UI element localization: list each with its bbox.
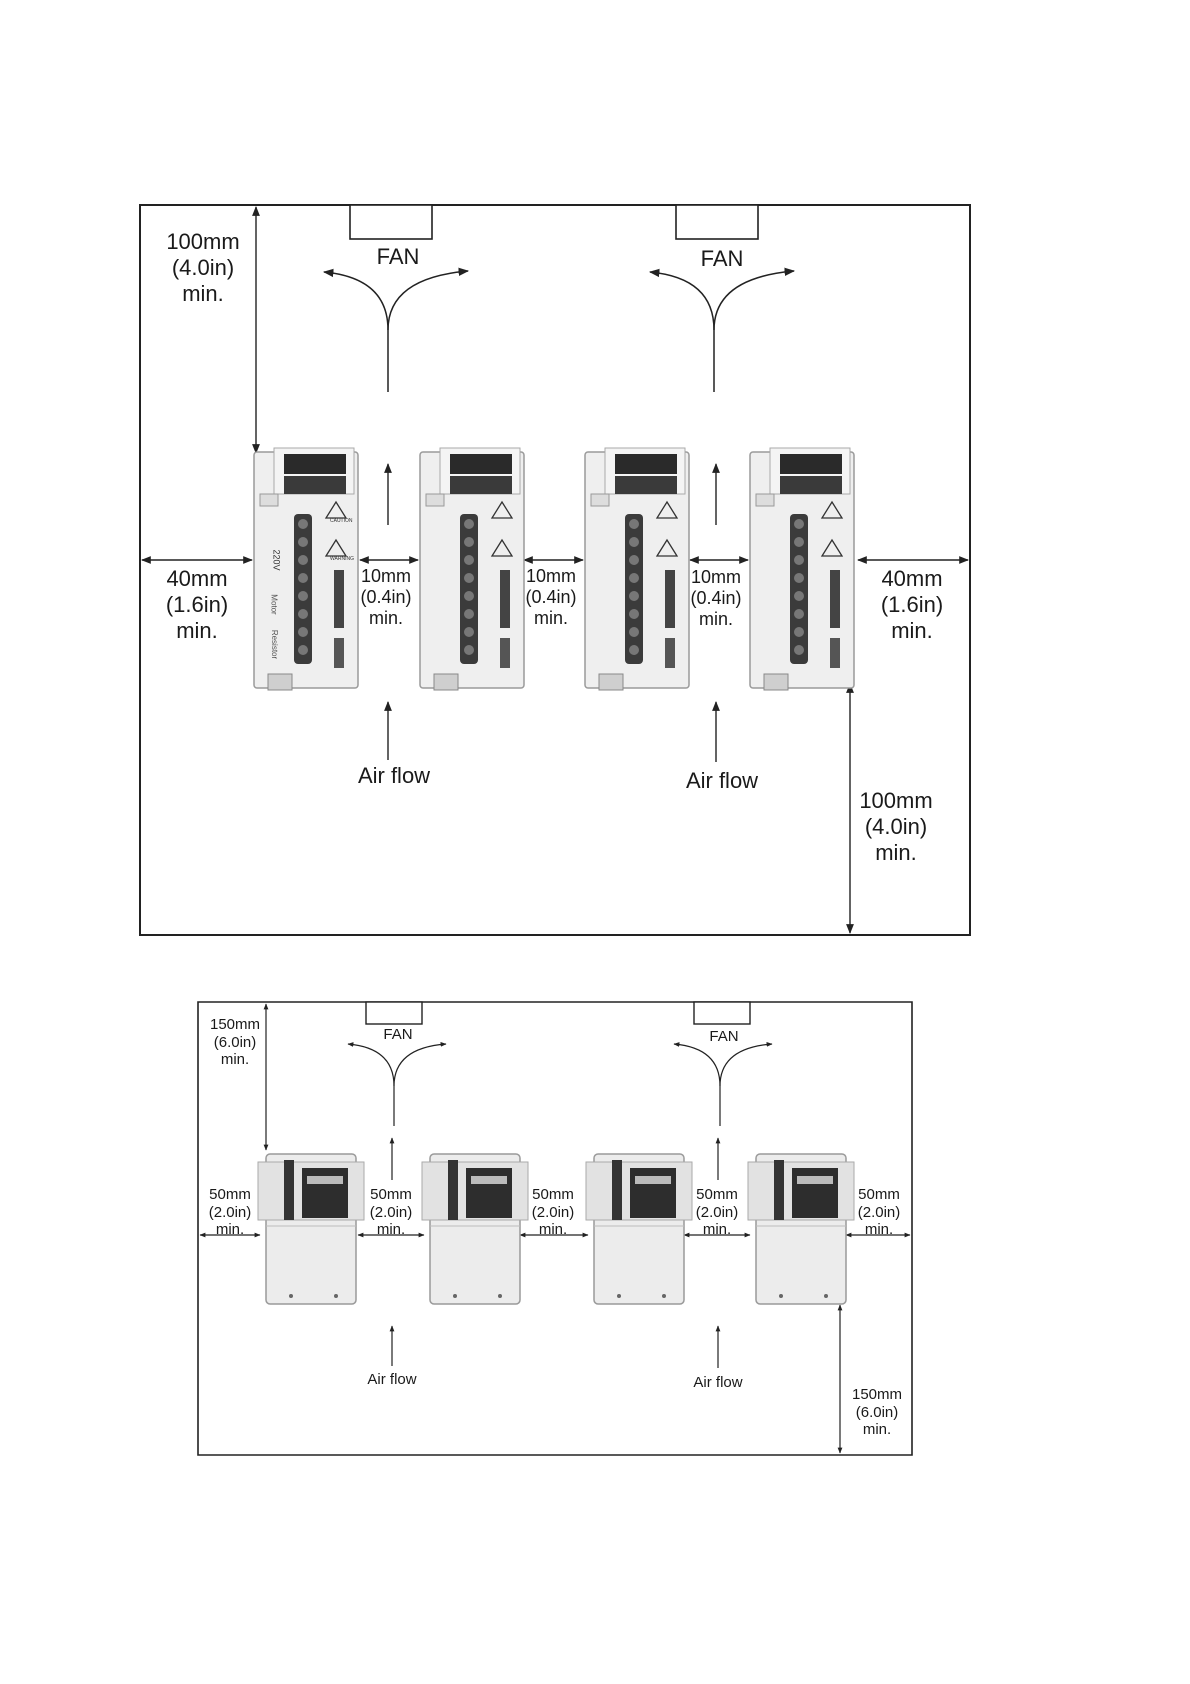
side-clearance-label-3: 50mm (2.0in) min. (531, 1186, 575, 1239)
airflow-label-2: Air flow (685, 768, 759, 793)
servo-drive-3 (584, 447, 690, 691)
fan-2 (675, 204, 759, 240)
between-clearance-label-1: 10mm (0.4in) min. (360, 566, 412, 629)
airflow-label-4: Air flow (693, 1374, 743, 1391)
ac-drive-3 (585, 1153, 693, 1305)
fan-label-4: FAN (709, 1028, 739, 1045)
ac-drive-4 (747, 1153, 855, 1305)
servo-drive-4 (749, 447, 855, 691)
ac-drive-1 (257, 1153, 365, 1305)
fan-1 (349, 204, 433, 240)
airflow-label-3: Air flow (367, 1371, 417, 1388)
side-clearance-label-1: 50mm (2.0in) min. (208, 1186, 252, 1239)
side-clearance-label-2: 50mm (2.0in) min. (369, 1186, 413, 1239)
side-clearance-label-4: 50mm (2.0in) min. (695, 1186, 739, 1239)
drive-voltage-label: 220V (271, 549, 282, 571)
bottom-clearance-label: 100mm (4.0in) min. (859, 788, 933, 865)
between-clearance-label-2: 10mm (0.4in) min. (525, 566, 577, 629)
fan-label-2: FAN (700, 246, 744, 271)
left-side-clearance-label: 40mm (1.6in) min. (165, 566, 229, 643)
drive-motor-label: Motor (269, 594, 279, 615)
top-clearance-label: 100mm (4.0in) min. (166, 229, 240, 306)
fan-3 (365, 1001, 423, 1025)
fan-label-1: FAN (376, 244, 420, 269)
ac-drive-2 (421, 1153, 529, 1305)
fan-label-3: FAN (383, 1026, 413, 1043)
side-clearance-label-5: 50mm (2.0in) min. (857, 1186, 901, 1239)
enclosure-2 (197, 1001, 913, 1456)
drive-warning-label: WARNING (330, 556, 354, 562)
airflow-label-1: Air flow (357, 763, 431, 788)
fan-4 (693, 1001, 751, 1025)
between-clearance-label-3: 10mm (0.4in) min. (690, 567, 742, 630)
drive-resistor-label: Resistor (270, 629, 280, 660)
servo-drive-2 (419, 447, 525, 691)
drive-caution-label: CAUTION (330, 518, 353, 524)
bottom-clearance-label-2: 150mm (6.0in) min. (851, 1386, 903, 1439)
right-side-clearance-label: 40mm (1.6in) min. (880, 566, 944, 643)
top-clearance-label-2: 150mm (6.0in) min. (209, 1016, 261, 1069)
